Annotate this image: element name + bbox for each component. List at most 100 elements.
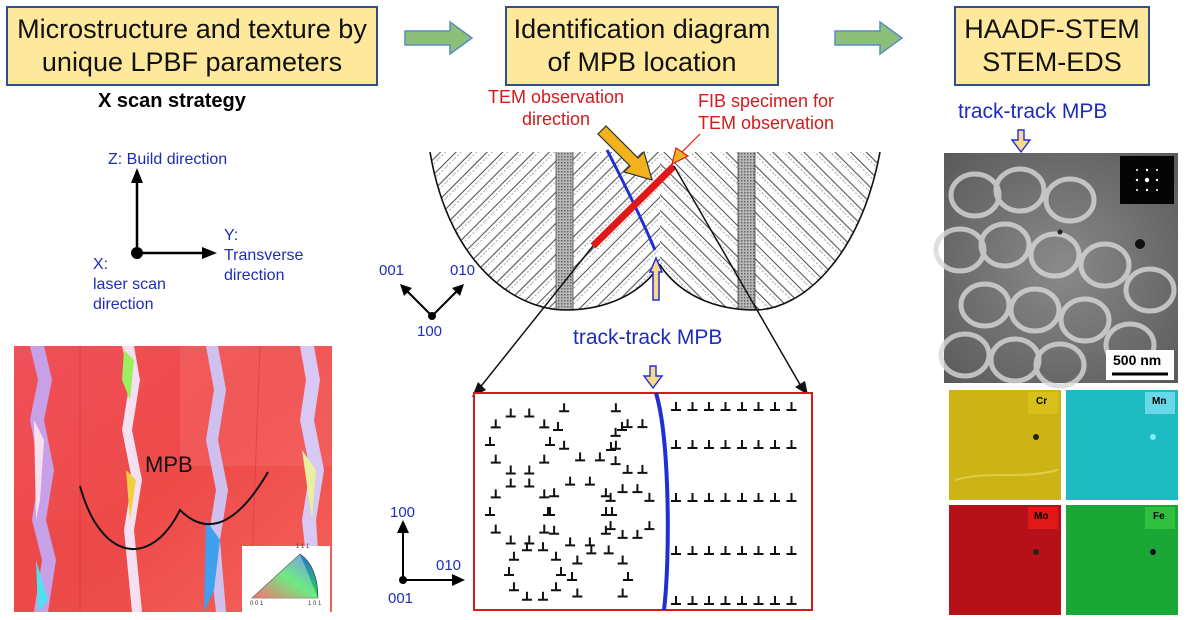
- melt-pool-diagram: [429, 125, 881, 397]
- axis-001-label: 001: [379, 262, 405, 279]
- dislocation-symbol: [617, 484, 628, 494]
- dislocation-symbol: [671, 402, 681, 411]
- dislocation-symbol: [565, 537, 576, 547]
- dislocation-symbol: [687, 440, 698, 449]
- dislocation-symbol: [490, 454, 501, 464]
- haadf-stem-image: [933, 153, 1178, 389]
- dislocation-symbol: [559, 403, 570, 413]
- dislocation-symbol: [687, 596, 698, 605]
- dislocation-symbol: [485, 437, 495, 446]
- inset-axis-001-label: 001: [388, 590, 414, 607]
- dislocation-symbol: [704, 596, 714, 605]
- dislocation-symbol: [539, 524, 550, 534]
- dislocation-symbol: [504, 567, 514, 576]
- dislocation-symbol: [601, 507, 611, 516]
- tem-cell-wall: [978, 221, 1032, 269]
- dislocation-symbol: [770, 440, 780, 449]
- tem-cell-wall: [1028, 231, 1082, 279]
- dislocation-symbol: [617, 588, 628, 598]
- dislocation-symbol: [770, 546, 780, 555]
- build-axes: [131, 168, 217, 259]
- dislocation-symbol: [549, 525, 560, 535]
- dislocation-symbol: [644, 521, 655, 531]
- inset-axis-100-label: 100: [390, 504, 416, 521]
- header-line-2: of MPB location: [547, 47, 737, 77]
- dislocation-symbol: [786, 493, 797, 502]
- x-axis-label: X: laser scan direction: [93, 255, 166, 315]
- dislocation-symbol: [606, 442, 616, 451]
- ipf-label-101: 1 0 1: [308, 601, 322, 607]
- dislocation-symbol: [521, 591, 532, 601]
- crystal-axes: [400, 284, 464, 320]
- header-line-1: HAADF-STEM: [964, 14, 1140, 44]
- dislocation-symbol: [610, 403, 621, 413]
- dislocation-symbol: [704, 440, 714, 449]
- dislocation-symbol: [704, 546, 714, 555]
- eds-map-mn: [1066, 390, 1178, 500]
- dislocation-symbol: [687, 402, 698, 411]
- dislocation-symbol: [720, 546, 731, 555]
- dislocation-symbol: [786, 402, 797, 411]
- dislocation-symbol: [737, 493, 747, 502]
- axis-010-label: 010: [450, 262, 476, 279]
- z-axis-label: Z: Build direction: [108, 151, 228, 168]
- tem-pointer-arrow: [1010, 129, 1032, 154]
- y-label-line: Transverse: [224, 247, 304, 264]
- dislocation-symbol: [575, 452, 586, 462]
- dislocation-symbol: [572, 588, 583, 598]
- y-axis-label: Y: Transverse direction: [224, 226, 303, 286]
- dislocation-symbol: [524, 478, 535, 488]
- dislocation-symbol: [505, 478, 516, 488]
- fib-specimen-line: TEM observation: [698, 113, 835, 133]
- y-label-line: Y:: [224, 227, 239, 244]
- dislocation-symbol: [737, 546, 747, 555]
- dislocation-symbol: [559, 440, 570, 450]
- dislocation-symbol: [623, 572, 633, 581]
- x-label-line: X:: [93, 256, 109, 273]
- tem-cell-wall: [958, 281, 1012, 329]
- dislocation-symbol: [565, 476, 576, 486]
- header-box-stem: HAADF-STEM STEM-EDS: [954, 6, 1150, 86]
- eds-label-mo: Mo: [1034, 511, 1049, 522]
- dislocation-symbol: [505, 465, 516, 475]
- eds-label-fe: Fe: [1153, 511, 1165, 522]
- ipf-label-111: 1 1 1: [296, 544, 310, 550]
- eds-label-mn: Mn: [1152, 396, 1167, 407]
- dislocation-symbol: [572, 555, 583, 565]
- tem-cell-wall: [1043, 176, 1097, 224]
- dislocation-symbol: [505, 535, 516, 545]
- tem-cell-wall: [938, 331, 992, 379]
- dislocation-symbol: [490, 419, 501, 429]
- dislocation-symbol: [687, 546, 698, 555]
- header-line-2: STEM-EDS: [982, 47, 1122, 77]
- dislocation-symbol: [632, 529, 643, 539]
- y-label-line: direction: [224, 267, 285, 284]
- dislocation-symbol: [586, 545, 597, 555]
- dislocation-symbol: [737, 402, 747, 411]
- dislocation-symbol: [543, 507, 553, 516]
- stem-track-mpb-label: track-track MPB: [958, 100, 1108, 123]
- dislocation-symbol: [786, 596, 797, 605]
- dislocation-symbol: [505, 408, 516, 418]
- dislocation-symbol: [671, 546, 681, 555]
- header-line-1: Microstructure and texture by: [17, 14, 367, 44]
- dislocation-symbol: [524, 408, 535, 418]
- dislocation-symbol: [610, 456, 621, 466]
- dislocation-symbol: [539, 454, 550, 464]
- dislocation-symbol: [567, 572, 577, 581]
- dislocation-symbol: [753, 546, 764, 555]
- x-label-line: laser scan: [93, 276, 166, 293]
- ipf-legend: [242, 546, 330, 612]
- dislocation-symbol: [671, 440, 681, 449]
- dislocation-symbol: [704, 493, 714, 502]
- flow-arrow-2: [834, 20, 904, 56]
- dislocation-symbol: [610, 427, 621, 437]
- dislocation-symbol: [637, 419, 648, 429]
- dislocation-symbol: [753, 440, 764, 449]
- dislocation-symbol: [603, 545, 614, 555]
- dislocation-symbol: [556, 567, 566, 576]
- dislocation-symbol: [770, 402, 780, 411]
- dislocation-symbol: [720, 493, 731, 502]
- header-line-1: Identification diagram: [513, 14, 771, 44]
- tem-cell-wall: [993, 166, 1047, 214]
